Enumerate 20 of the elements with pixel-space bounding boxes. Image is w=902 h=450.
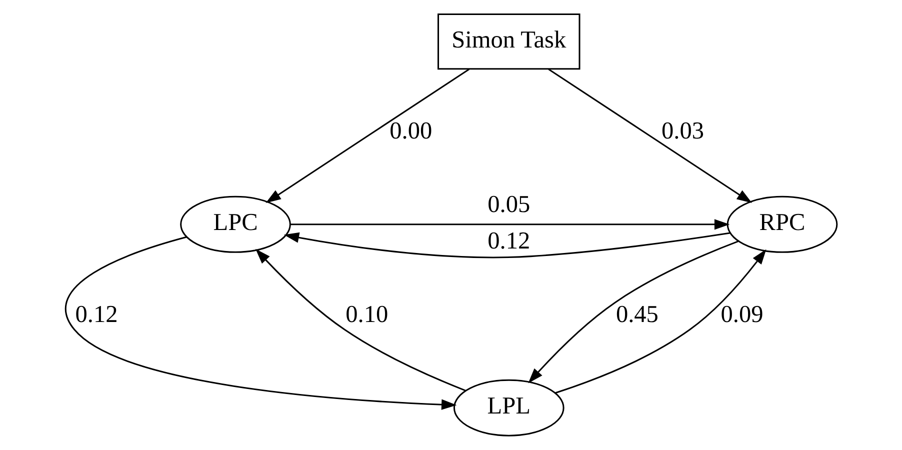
node-ellipse: RPC [726, 196, 838, 253]
arrow [256, 248, 466, 392]
edge-label: 0.12 [488, 227, 530, 254]
edge-label: 0.45 [616, 300, 658, 328]
edge-label: 0.00 [390, 117, 432, 144]
arrow [555, 249, 766, 394]
edge-label: 0.03 [662, 117, 704, 144]
arrow [284, 232, 730, 258]
edge-label: 0.12 [75, 300, 118, 328]
arrow [65, 236, 457, 410]
arrow [266, 68, 470, 204]
edge-label: 0.09 [720, 300, 764, 328]
node-ellipse: LPL [453, 379, 564, 436]
node-ellipse: LPC [180, 196, 291, 253]
edge-label: 0.10 [346, 300, 388, 328]
arrow [528, 240, 738, 384]
node-box: Simon Task [438, 13, 580, 70]
arrow [290, 219, 730, 230]
arrow [548, 68, 752, 204]
edge-label: 0.05 [488, 190, 530, 218]
